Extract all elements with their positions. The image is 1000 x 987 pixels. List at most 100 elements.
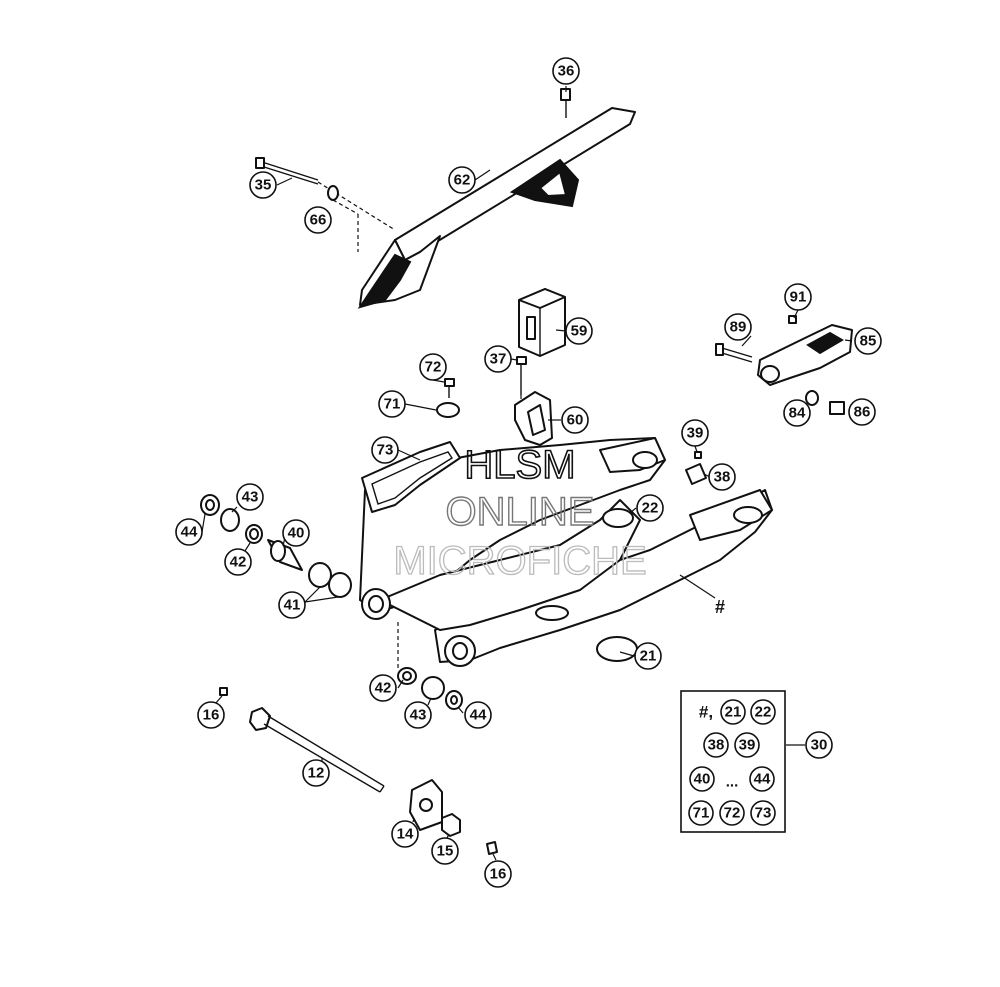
svg-text:72: 72: [425, 359, 442, 376]
svg-text:43: 43: [242, 489, 259, 506]
svg-text:16: 16: [203, 707, 220, 724]
svg-text:73: 73: [377, 442, 394, 459]
callout-36: 36: [552, 57, 580, 85]
kit-ellipsis: ...: [726, 774, 739, 791]
svg-text:41: 41: [284, 597, 301, 614]
watermark-line2: ONLINE: [446, 490, 595, 534]
svg-text:62: 62: [454, 172, 471, 189]
protector-22: [602, 508, 634, 528]
svg-text:22: 22: [642, 500, 659, 517]
block-59: [518, 288, 566, 357]
kit-item-73: 73: [750, 800, 776, 826]
swingarm-part: [359, 437, 773, 667]
svg-text:22: 22: [755, 704, 772, 721]
screw-72: [444, 378, 455, 398]
callout-62: 62: [448, 166, 476, 194]
svg-text:42: 42: [375, 680, 392, 697]
callout-14: 14: [391, 820, 419, 848]
bracket-60: [514, 356, 553, 446]
callout-44-lower: 44: [464, 701, 492, 729]
chain-clip: [685, 451, 707, 485]
callout-71: 71: [378, 390, 406, 418]
chain-guide-part: [357, 88, 636, 309]
cap-16-lower: [486, 841, 498, 855]
svg-text:37: 37: [490, 351, 507, 368]
callout-21: 21: [634, 642, 662, 670]
callout-37: 37: [484, 345, 512, 373]
callout-16-upper: 16: [197, 701, 225, 729]
callout-72: 72: [419, 353, 447, 381]
svg-text:30: 30: [811, 737, 828, 754]
slider-21: [596, 636, 638, 662]
svg-text:73: 73: [755, 805, 772, 822]
callout-85: 85: [854, 327, 882, 355]
kit-item-44: 44: [749, 766, 775, 792]
svg-text:#: #: [715, 597, 725, 617]
callout-59: 59: [565, 317, 593, 345]
svg-text:21: 21: [725, 704, 742, 721]
callout-86: 86: [848, 398, 876, 426]
kit-item-72: 72: [719, 800, 745, 826]
kit-item-39: 39: [734, 732, 760, 758]
chain-slider-part: [715, 315, 853, 415]
svg-text:43: 43: [410, 707, 427, 724]
kit-30-box: #, 21 22 38 39 40 ... 44 71 72 73: [680, 690, 786, 833]
svg-text:42: 42: [230, 554, 247, 571]
callout-15: 15: [431, 837, 459, 865]
kit-item-71: 71: [688, 800, 714, 826]
svg-text:86: 86: [854, 404, 871, 421]
cap-71: [436, 402, 460, 418]
callout-39: 39: [681, 419, 709, 447]
callout-84: 84: [783, 399, 811, 427]
svg-text:14: 14: [397, 826, 414, 843]
callout-43-upper: 43: [236, 483, 264, 511]
svg-text:60: 60: [567, 412, 584, 429]
washer-66: [327, 185, 359, 252]
kit-hash: #,: [699, 703, 713, 722]
chain-guide-73: [361, 441, 461, 513]
callout-42-lower: 42: [369, 674, 397, 702]
callout-22: 22: [636, 494, 664, 522]
callout-35: 35: [249, 171, 277, 199]
svg-text:40: 40: [694, 771, 711, 788]
svg-text:39: 39: [739, 737, 756, 754]
callout-66: 66: [304, 206, 332, 234]
callout-42-upper: 42: [224, 548, 252, 576]
svg-text:84: 84: [789, 405, 806, 422]
kit-item-21: 21: [720, 699, 746, 725]
svg-text:38: 38: [708, 737, 725, 754]
kit-item-40: 40: [689, 766, 715, 792]
svg-text:71: 71: [384, 396, 401, 413]
svg-text:40: 40: [288, 525, 305, 542]
callout-swingarm-hash: #: [715, 597, 725, 617]
watermark-line3: MICROFICHE: [393, 539, 646, 583]
callout-73: 73: [371, 436, 399, 464]
callout-41: 41: [278, 591, 306, 619]
kit-item-22: 22: [750, 699, 776, 725]
callout-12: 12: [302, 759, 330, 787]
svg-text:#,: #,: [699, 703, 713, 722]
svg-text:72: 72: [724, 805, 741, 822]
axle-plate-14: [409, 779, 443, 831]
watermark-line1: HLSM: [464, 443, 575, 487]
callout-40: 40: [282, 519, 310, 547]
svg-text:44: 44: [181, 524, 198, 541]
callout-43-lower: 43: [404, 701, 432, 729]
svg-text:35: 35: [255, 177, 272, 194]
svg-text:39: 39: [687, 425, 704, 442]
svg-text:91: 91: [790, 289, 807, 306]
callout-30: 30: [805, 731, 833, 759]
svg-text:12: 12: [308, 765, 325, 782]
callout-44-upper: 44: [175, 518, 203, 546]
pivot-bearings-left: [200, 494, 352, 598]
svg-text:44: 44: [470, 707, 487, 724]
svg-text:89: 89: [730, 319, 747, 336]
svg-text:66: 66: [310, 212, 327, 229]
watermark: HLSM ONLINE MICROFICHE: [393, 442, 648, 583]
svg-text:38: 38: [714, 469, 731, 486]
svg-text:44: 44: [754, 771, 771, 788]
kit-item-38: 38: [703, 732, 729, 758]
svg-text:71: 71: [693, 805, 710, 822]
callout-16-lower: 16: [484, 860, 512, 888]
